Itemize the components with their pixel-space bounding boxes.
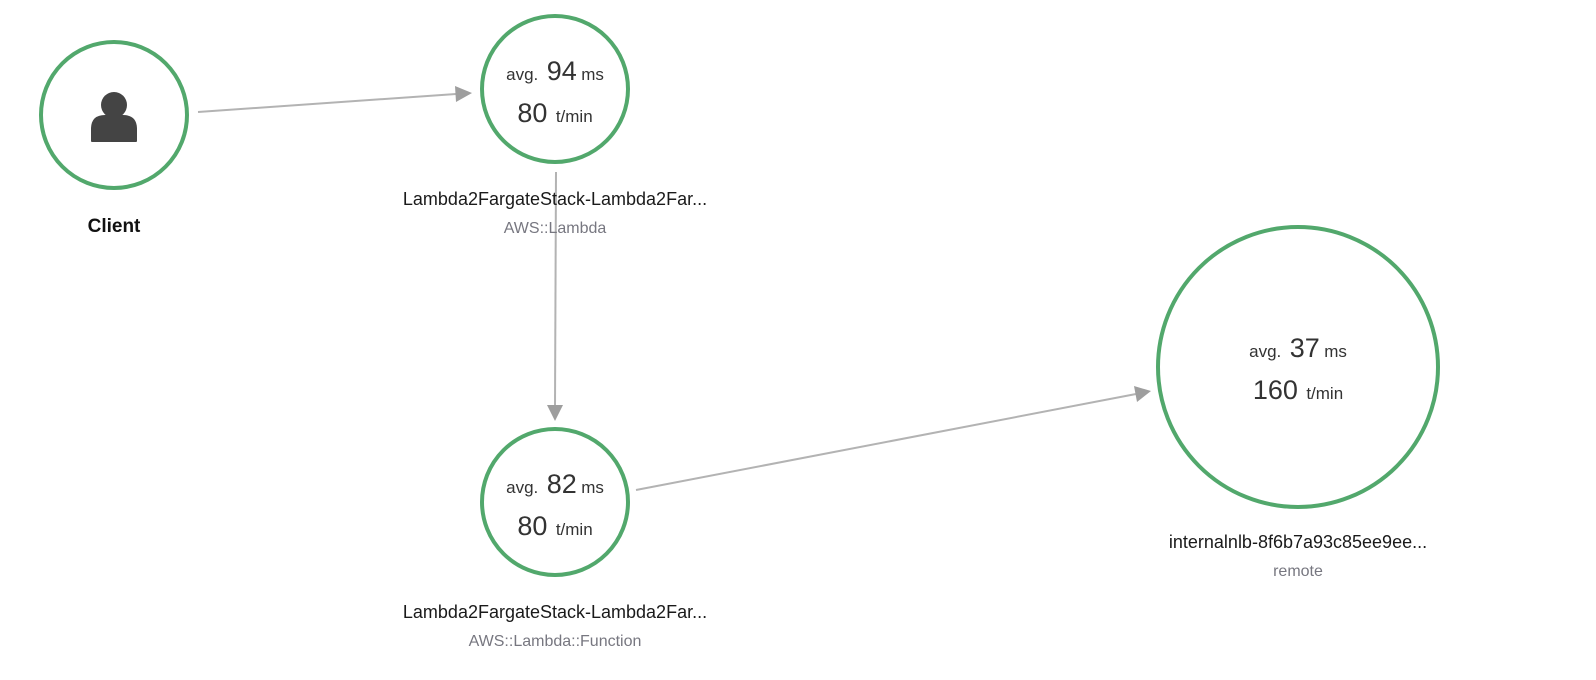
function-node-ring[interactable] <box>480 427 630 577</box>
function-node-avg-unit: ms <box>581 478 604 497</box>
lambda-node-avg-unit: ms <box>581 65 604 84</box>
function-node-avg-value: 82 <box>547 469 577 499</box>
edge-client-to-lambda[interactable] <box>197 86 472 113</box>
remote-node-ring[interactable] <box>1156 225 1440 509</box>
function-node-rate-unit: t/min <box>556 520 593 539</box>
lambda-node-type: AWS::Lambda <box>504 220 607 237</box>
remote-node-avg-latency: avg. 37 ms <box>1249 333 1347 363</box>
lambda-node-avg-value: 94 <box>547 56 577 86</box>
function-node-avg-prefix: avg. <box>506 478 538 497</box>
lambda-node-rate-unit: t/min <box>556 107 593 126</box>
remote-node-rate-value: 160 <box>1253 375 1298 405</box>
client-node-label: Client <box>88 216 141 237</box>
remote-node[interactable]: avg. 37 ms 160 t/min internalnlb-8f6b7a9… <box>1156 225 1440 580</box>
function-node-title[interactable]: Lambda2FargateStack-Lambda2Far... <box>403 602 707 622</box>
remote-node-rate: 160 t/min <box>1253 375 1343 405</box>
function-node-type: AWS::Lambda::Function <box>469 633 642 650</box>
user-icon <box>91 92 137 142</box>
remote-node-avg-unit: ms <box>1324 342 1347 361</box>
function-node-avg-latency: avg. 82 ms <box>506 469 604 499</box>
client-node[interactable]: Client <box>39 40 189 237</box>
lambda-node-ring[interactable] <box>480 14 630 164</box>
function-node[interactable]: avg. 82 ms 80 t/min Lambda2FargateStack-… <box>403 427 707 650</box>
remote-node-avg-prefix: avg. <box>1249 342 1281 361</box>
lambda-node-avg-latency: avg. 94 ms <box>506 56 604 86</box>
function-node-rate-value: 80 <box>517 511 547 541</box>
edge-function-to-remote[interactable] <box>635 386 1151 491</box>
function-node-rate: 80 t/min <box>517 511 592 541</box>
lambda-node-rate: 80 t/min <box>517 98 592 128</box>
lambda-node[interactable]: avg. 94 ms 80 t/min Lambda2FargateStack-… <box>403 14 707 237</box>
lambda-node-avg-prefix: avg. <box>506 65 538 84</box>
edge-lambda-to-function[interactable] <box>547 171 563 421</box>
remote-node-title[interactable]: internalnlb-8f6b7a93c85ee9ee... <box>1169 532 1427 552</box>
lambda-node-title[interactable]: Lambda2FargateStack-Lambda2Far... <box>403 189 707 209</box>
remote-node-type: remote <box>1273 563 1323 580</box>
remote-node-avg-value: 37 <box>1290 333 1320 363</box>
remote-node-rate-unit: t/min <box>1306 384 1343 403</box>
lambda-node-rate-value: 80 <box>517 98 547 128</box>
